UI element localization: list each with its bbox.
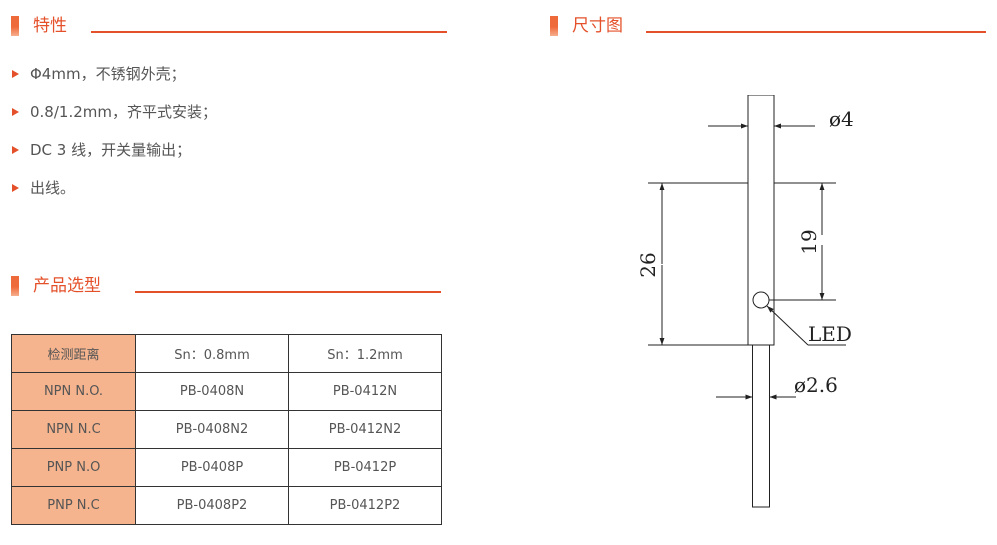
list-item: 出线。 (12, 175, 217, 213)
feature-list: Φ4mm，不锈钢外壳； 0.8/1.2mm，齐平式安装； DC 3 线，开关量输… (12, 61, 217, 213)
table-header-row: 检测距离 Sn：0.8mm Sn：1.2mm (11, 334, 442, 373)
diameter-cable-label: ø2.6 (794, 373, 838, 397)
table-cell: PB-0408P (135, 448, 289, 487)
table-cell: PB-0412P2 (288, 486, 442, 525)
table-cell: PB-0408N2 (135, 410, 289, 449)
heading-marker (11, 276, 19, 296)
list-item: Φ4mm，不锈钢外壳； (12, 61, 217, 99)
table-cell: PB-0408P2 (135, 486, 289, 525)
table-row: PNP N.O PB-0408P PB-0412P (11, 448, 442, 487)
heading-marker (550, 16, 558, 36)
led-indicator (752, 291, 770, 309)
table-cell: PB-0412P (288, 448, 442, 487)
selection-title: 产品选型 (33, 276, 101, 296)
bullet-triangle-icon (12, 108, 19, 116)
list-item: DC 3 线，开关量输出； (12, 137, 217, 175)
table-cell: PB-0412N2 (288, 410, 442, 449)
bullet-triangle-icon (12, 184, 19, 192)
dimension-drawing: ø4 26 19 LED ø2.6 (636, 95, 854, 508)
diameter-body-label: ø4 (829, 107, 854, 131)
table-cell: PB-0412N (288, 372, 442, 411)
heading-rule (646, 31, 986, 33)
sensor-cable (752, 344, 770, 508)
table-header-cell: Sn：1.2mm (288, 334, 442, 373)
selection-table: 检测距离 Sn：0.8mm Sn：1.2mm NPN N.O. PB-0408N… (11, 334, 442, 525)
features-heading: 特性 (11, 14, 447, 38)
selection-heading: 产品选型 (11, 274, 441, 298)
table-cell: PNP N.C (11, 486, 136, 525)
dimension-heading: 尺寸图 (550, 14, 986, 38)
bullet-triangle-icon (12, 70, 19, 78)
heading-rule (135, 291, 441, 293)
bullet-triangle-icon (12, 146, 19, 154)
length-total-label: 26 (636, 252, 660, 277)
features-title: 特性 (33, 16, 67, 36)
table-header-cell: Sn：0.8mm (135, 334, 289, 373)
table-cell: PNP N.O (11, 448, 136, 487)
table-row: PNP N.C PB-0408P2 PB-0412P2 (11, 486, 442, 525)
led-label: LED (808, 322, 852, 346)
table-cell: NPN N.C (11, 410, 136, 449)
dimension-title: 尺寸图 (572, 16, 623, 36)
table-cell: NPN N.O. (11, 372, 136, 411)
table-header-cell: 检测距离 (11, 334, 136, 373)
table-cell: PB-0408N (135, 372, 289, 411)
list-item: 0.8/1.2mm，齐平式安装； (12, 99, 217, 137)
table-row: NPN N.O. PB-0408N PB-0412N (11, 372, 442, 411)
length-led-label: 19 (797, 229, 821, 254)
table-row: NPN N.C PB-0408N2 PB-0412N2 (11, 410, 442, 449)
heading-marker (11, 16, 19, 36)
heading-rule (91, 31, 447, 33)
